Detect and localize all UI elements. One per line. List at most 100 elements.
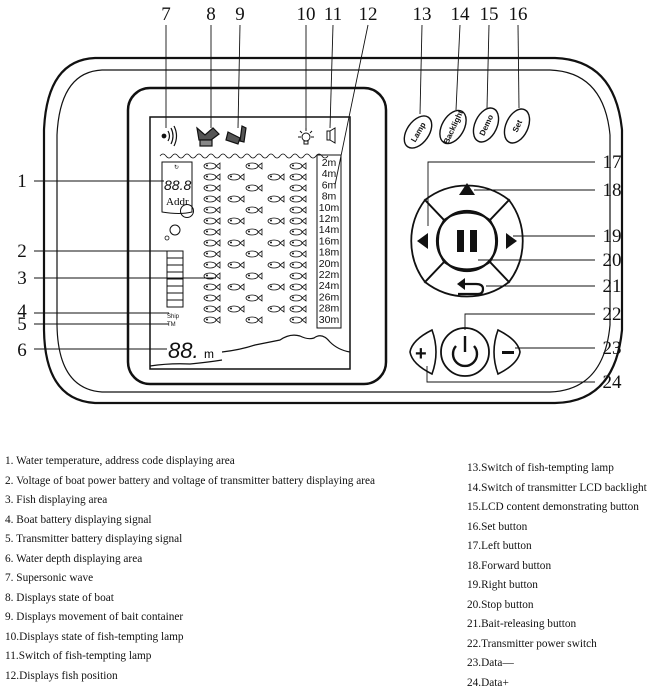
legend-item: 1. Water temperature, address code displ… [5,452,375,472]
depth-scale-label: 2m [322,157,337,169]
boat-state-icon [197,128,219,146]
depth-unit: m [204,347,214,361]
callout-number: 8 [206,4,216,25]
callout-number: 17 [603,152,622,173]
callout-number: 12 [359,4,378,25]
fish-tempting-lamp-switch-icon [327,128,335,143]
power-icon [453,336,477,366]
legend-item: 2. Voltage of boat power battery and vol… [5,472,375,492]
fish-icon [204,317,220,323]
fish-icon [290,262,306,268]
bait-release-button[interactable] [425,262,509,297]
legend-item: 10.Displays state of fish-tempting lamp [5,628,375,648]
lamp-button[interactable]: Lamp [399,111,438,153]
callout-number: 24 [603,372,623,393]
fish-icon [204,306,220,312]
fish-icon [246,185,262,191]
legend-item: 22.Transmitter power switch [467,635,647,655]
fish-icon [246,163,262,169]
callout-number: 16 [509,4,528,25]
fish-icon [268,218,284,224]
fish-icon [290,306,306,312]
depth-scale-label: 18m [319,247,340,259]
fish-icon [246,295,262,301]
fish-icon [204,240,220,246]
legend-item: 12.Displays fish position [5,667,375,687]
depth-scale-label: 4m [322,168,337,180]
legend-item: 9. Displays movement of bait container [5,608,375,628]
depth-scale: 2m4m6m8m10m12m14m16m18m20m22m24m26m28m30… [319,157,340,326]
fish-icon [268,174,284,180]
fish-icon [290,163,306,169]
fish-icon [204,174,220,180]
depth-scale-label: 30m [319,314,340,326]
fish-icon [228,196,244,202]
callout-number: 18 [603,180,622,201]
fish-icon [204,284,220,290]
depth-scale-label: 10m [319,202,340,214]
minus-icon [502,351,514,354]
legend-item: 3. Fish displaying area [5,491,375,511]
demo-button[interactable]: Demo [468,104,503,146]
callout-number: 20 [603,250,622,271]
fish-icon [246,273,262,279]
fish-icon [228,240,244,246]
legend-item: 24.Data+ [467,674,647,693]
bait-release-icon [457,278,483,294]
fish-icon [268,306,284,312]
fish-icon [228,174,244,180]
fish-display-area [204,163,306,323]
bait-container-icon [226,126,246,144]
depth-scale-label: 22m [319,269,340,281]
callout-number: 9 [235,4,245,25]
callout-number: 14 [451,4,471,25]
fish-icon [290,229,306,235]
fish-icon [246,251,262,257]
callout-number: 23 [603,338,622,359]
callout-number: 15 [480,4,499,25]
fish-icon [290,196,306,202]
depth-scale-label: 8m [322,191,337,203]
fish-icon [290,240,306,246]
fish-icon [246,207,262,213]
svg-text:Backlight: Backlight [442,109,466,146]
callout-number: 6 [17,340,27,361]
fish-icon [204,185,220,191]
fish-icon [246,317,262,323]
callout-number: 1 [17,171,27,192]
depth-scale-label: 16m [319,235,340,247]
depth-scale-label: 6m [322,179,337,191]
legend-item: 20.Stop button [467,596,647,616]
legend-item: 14.Switch of transmitter LCD backlight [467,479,647,499]
fish-icon [204,207,220,213]
fish-icon [246,229,262,235]
set-button[interactable]: Set [499,105,534,147]
fish-icon [204,262,220,268]
wave-divider [160,154,328,158]
supersonic-wave-icon [162,126,176,146]
depth-scale-label: 28m [319,303,340,315]
legend-item: 16.Set button [467,518,647,538]
depth-scale-label: 26m [319,291,340,303]
depth-scale-label: 20m [319,258,340,270]
legend-item: 5. Transmitter battery displaying signal [5,530,375,550]
transmitter-battery-label: TM [167,322,176,328]
fish-icon [204,196,220,202]
legend-left: 1. Water temperature, address code displ… [5,452,375,686]
backlight-button[interactable]: Backlight [434,106,471,148]
depth-scale-label: 24m [319,280,340,292]
fish-icon [228,262,244,268]
temperature-digits: 88.8 [164,177,191,193]
callout-number: 2 [17,241,27,262]
remote-control-diagram: ↻ 88.8 Addr Ship TM 2m4m6m8m10m12m14m16m… [0,0,672,440]
fish-icon [204,218,220,224]
ship-battery-label: Ship [167,314,180,320]
fish-icon [290,317,306,323]
seabed-profile [222,335,350,352]
stop-button[interactable] [437,211,497,271]
legend-item: 19.Right button [467,576,647,596]
fish-icon [268,262,284,268]
